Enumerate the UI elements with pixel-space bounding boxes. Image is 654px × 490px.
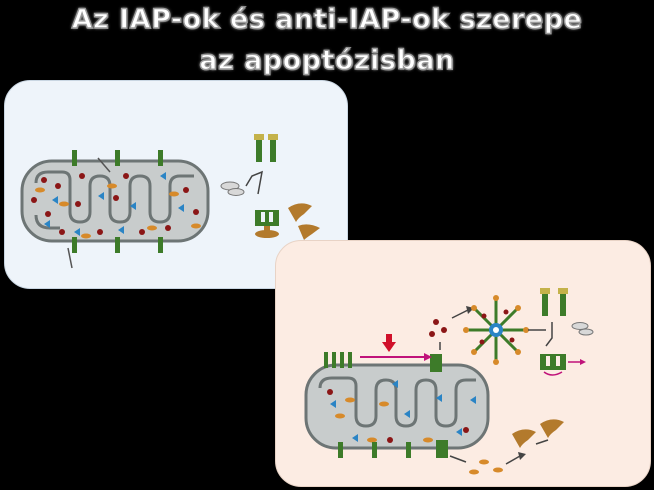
bcl2-dimer-icon [254, 134, 278, 162]
iap-protein-icon [288, 203, 320, 240]
red-arrow-icon [382, 334, 396, 352]
slide-title-line2: az apoptózisban [199, 44, 455, 76]
iap-protein-right-icon [512, 419, 564, 448]
mitochondrion-left-icon [20, 150, 210, 269]
mitochondrion-right-icon [304, 352, 490, 458]
apoptosome-icon [463, 295, 529, 365]
smac-icon [220, 181, 245, 196]
caspase-icon [255, 210, 279, 238]
caspase-right-icon [540, 288, 568, 316]
active-caspase-icon [540, 354, 566, 376]
magenta-arrow-icon [424, 353, 432, 361]
slide-title-line1: Az IAP-ok és anti-IAP-ok szerepe [71, 3, 583, 35]
